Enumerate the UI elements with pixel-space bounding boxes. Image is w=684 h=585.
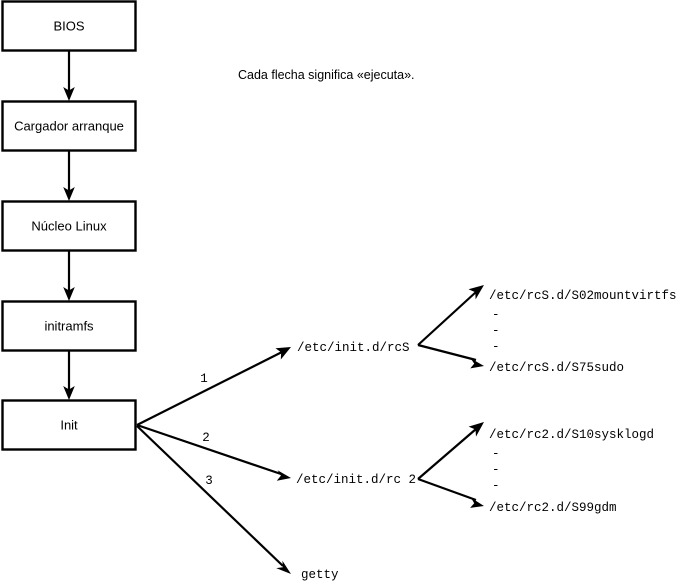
arrow-init-branch-1 (136, 347, 291, 426)
node-initramfs-label: initramfs (44, 318, 94, 333)
branch-label-getty[interactable]: getty (301, 568, 339, 582)
branch-number-1: 1 (200, 372, 208, 386)
node-initramfs[interactable]: initramfs (1, 300, 137, 352)
node-init[interactable]: Init (1, 399, 137, 451)
script-rc2-ellipsis-1: - (492, 447, 500, 461)
node-initramfs-rect (1, 300, 137, 352)
branch-number-2: 2 (202, 431, 210, 445)
node-kernel-label: Núcleo Linux (31, 218, 107, 233)
arrow-init-branch-3 (136, 425, 291, 574)
arrow-rc2-to-last-script (417, 477, 484, 508)
node-kernel-rect (1, 200, 137, 252)
node-init-label: Init (60, 417, 78, 432)
branch-label-rcs[interactable]: /etc/init.d/rcS (297, 341, 410, 355)
node-bootloader-rect (1, 100, 137, 152)
script-rc2-ellipsis-3: - (492, 479, 500, 493)
script-rc2-ellipsis-2: - (492, 463, 500, 477)
node-bootloader[interactable]: Cargador arranque (1, 100, 137, 152)
arrow-initramfs-to-init (63, 351, 75, 400)
node-bios-label: BIOS (53, 18, 84, 33)
script-rc2-last-label[interactable]: /etc/rc2.d/S99gdm (489, 501, 617, 515)
node-bootloader-label: Cargador arranque (14, 118, 124, 133)
script-rcs-ellipsis-1: - (492, 308, 500, 322)
node-bios[interactable]: BIOS (1, 0, 137, 52)
branch-number-3: 3 (205, 474, 213, 488)
script-rcs-ellipsis-2: - (492, 324, 500, 338)
branch-label-rc2[interactable]: /etc/init.d/rc 2 (296, 473, 416, 487)
node-kernel[interactable]: Núcleo Linux (1, 200, 137, 252)
node-bios-rect (1, 0, 137, 52)
node-init-rect (1, 399, 137, 451)
script-rcs-last-label[interactable]: /etc/rcS.d/S75sudo (489, 361, 624, 375)
arrow-rc2-to-first-script (417, 422, 484, 480)
script-rc2-first-label[interactable]: /etc/rc2.d/S10sysklogd (489, 428, 654, 442)
arrow-rcs-to-last-script (417, 343, 484, 369)
arrow-kernel-to-initramfs (63, 251, 75, 301)
arrow-init-branch-2 (136, 423, 291, 481)
diagram-caption: Cada flecha significa «ejecuta». (238, 68, 415, 82)
script-rcs-first-label[interactable]: /etc/rcS.d/S02mountvirtfs (489, 289, 677, 303)
arrow-rcs-to-first-script (417, 285, 484, 346)
arrow-bootloader-to-kernel (63, 151, 75, 201)
script-rcs-ellipsis-3: - (492, 340, 500, 354)
arrow-bios-to-bootloader (63, 51, 75, 101)
